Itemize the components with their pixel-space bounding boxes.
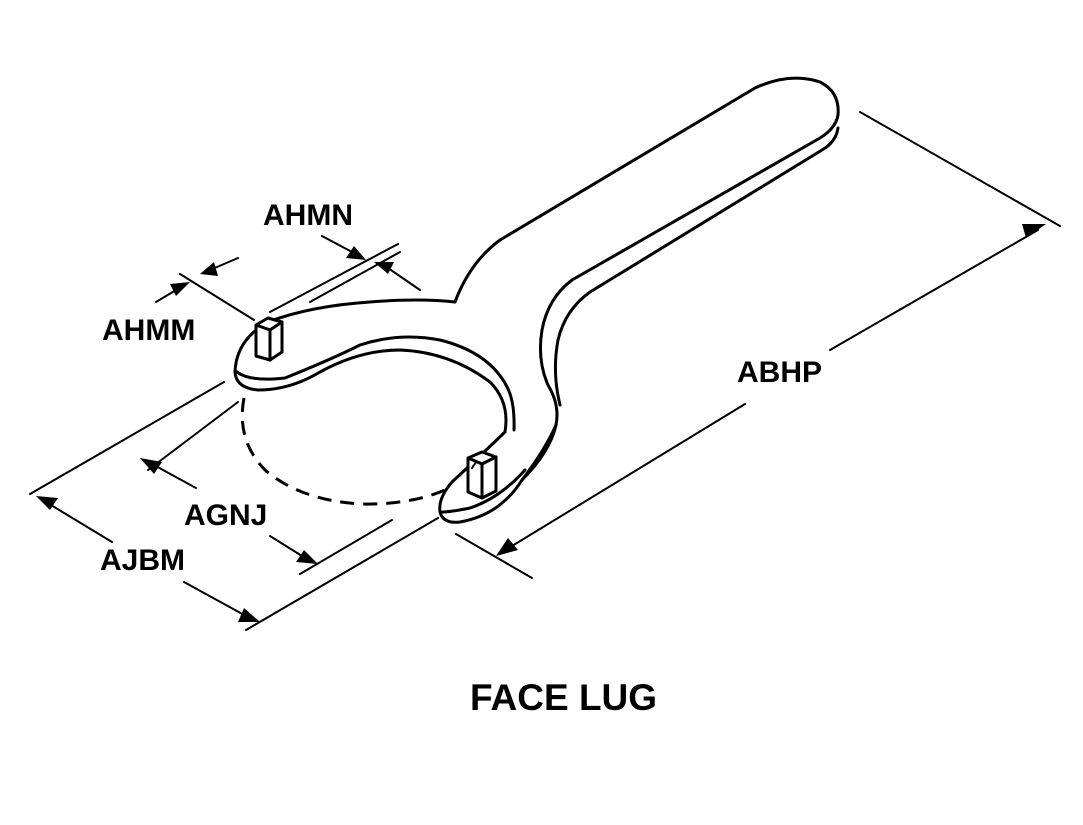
ring-outer-edge bbox=[233, 298, 508, 434]
dimension-label-abhp: ABHP bbox=[737, 356, 822, 389]
ajbm-dimension bbox=[29, 381, 439, 631]
ring-inner-edge bbox=[235, 335, 508, 387]
ring-tip bbox=[438, 423, 558, 524]
handle-edge bbox=[553, 126, 840, 407]
wrench-body bbox=[233, 76, 840, 524]
hidden-bore-outline bbox=[240, 397, 446, 506]
lower-lug bbox=[466, 450, 498, 500]
abhp-dimension bbox=[455, 111, 1061, 579]
agnj-dimension bbox=[140, 401, 393, 575]
dimension-label-ahmn: AHMN bbox=[263, 199, 353, 232]
dimension-label-agnj: AGNJ bbox=[184, 499, 267, 532]
dimension-label-ahmm: AHMM bbox=[102, 314, 195, 347]
ring-tip-edge bbox=[440, 468, 527, 514]
figure-caption: FACE LUG bbox=[470, 677, 657, 718]
dimension-label-ajbm: AJBM bbox=[100, 544, 185, 577]
ahmn-ahmm-dimension bbox=[155, 235, 421, 321]
ring-lower-edge bbox=[504, 383, 516, 432]
handle-outline bbox=[453, 76, 840, 482]
upper-lug bbox=[254, 316, 284, 362]
